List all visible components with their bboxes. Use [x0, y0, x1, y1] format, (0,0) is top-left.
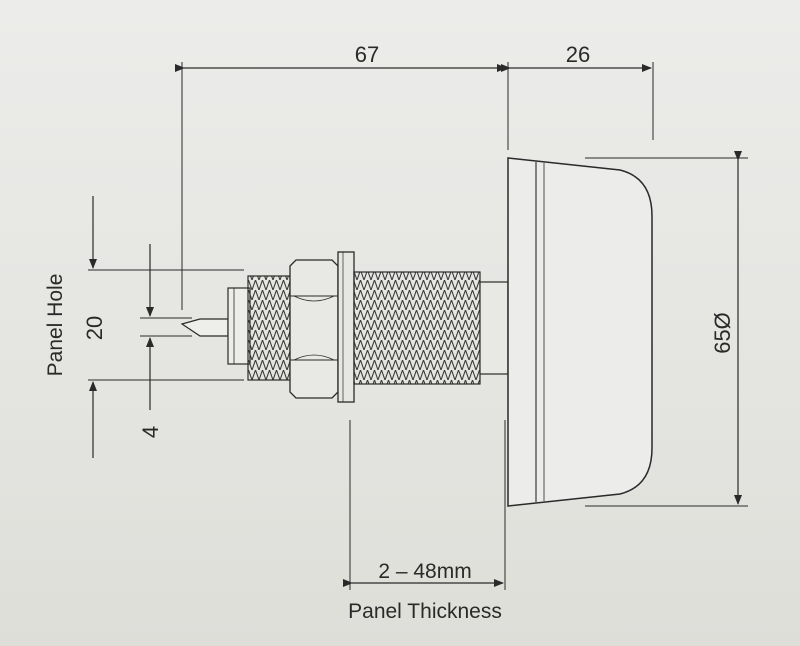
head-depth-value: 26 — [566, 42, 590, 67]
pin-offset-value: 4 — [138, 426, 163, 438]
extension-lines — [88, 62, 748, 590]
panel-thickness-label: Panel Thickness — [348, 600, 502, 623]
hex-nut — [289, 259, 339, 399]
connector-pin — [180, 318, 229, 337]
washer — [337, 251, 355, 403]
threaded-stud-left — [247, 275, 291, 381]
panel-hole-label: Panel Hole — [44, 274, 67, 377]
head-diameter-value: 65Ø — [710, 312, 735, 354]
connector-boss — [227, 287, 251, 365]
neck — [479, 281, 509, 375]
overall-length-value: 67 — [355, 42, 379, 67]
panel-hole-value: 20 — [82, 316, 107, 340]
threaded-stud-right — [353, 271, 481, 385]
gauge-body — [180, 157, 653, 507]
panel-thickness-value: 2 – 48mm — [378, 560, 471, 583]
gauge-head — [507, 157, 653, 507]
